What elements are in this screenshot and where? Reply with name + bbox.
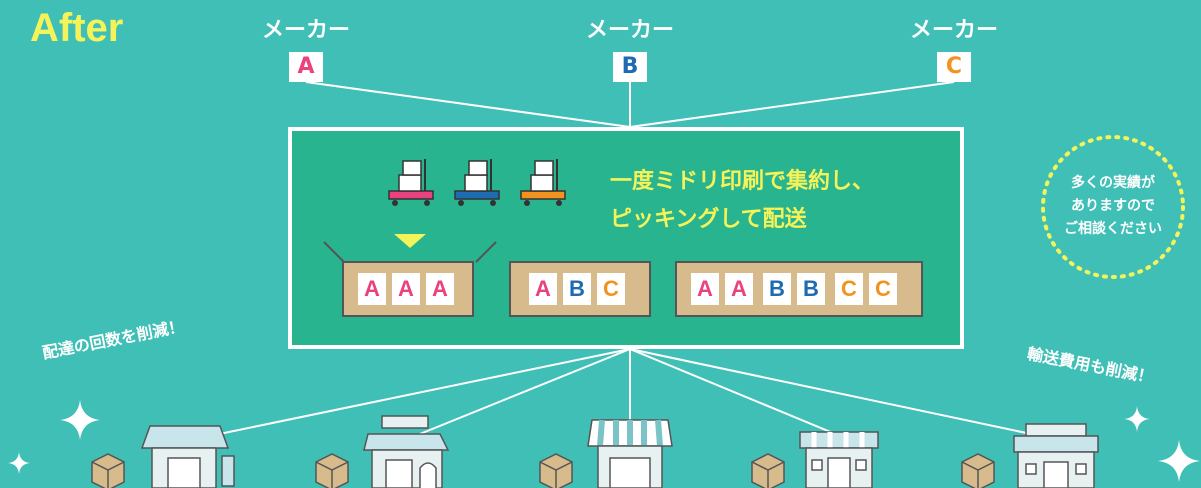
store-icon <box>799 431 879 488</box>
crate-cell: A <box>392 273 420 305</box>
maker-badge-c: C <box>937 52 971 82</box>
crate-cell: C <box>835 273 863 305</box>
badge-line: ご相談ください <box>1064 221 1162 237</box>
crate-cell: B <box>797 273 825 305</box>
cart-icon-pink <box>388 159 434 206</box>
badge-line: 多くの実績が <box>1071 175 1155 191</box>
box-icon <box>751 453 785 488</box>
store-icon <box>140 425 235 488</box>
open-box-flaps <box>323 234 497 263</box>
maker-label-b: メーカー <box>585 18 674 43</box>
maker-badge-a: A <box>289 52 323 82</box>
crate-cell: A <box>725 273 753 305</box>
sparkle-icon <box>8 452 30 474</box>
page-title: After <box>30 6 124 50</box>
crate-cell: A <box>529 273 557 305</box>
box-icon <box>91 453 125 488</box>
badge-line: ありますので <box>1071 198 1155 214</box>
crate-cell: C <box>869 273 897 305</box>
maker-label-c: メーカー <box>909 18 998 43</box>
crate-cell: B <box>563 273 591 305</box>
crate-2: A B C <box>509 261 651 317</box>
hub-text-line2: ピッキングして配送 <box>610 207 807 232</box>
crate-1: A A A <box>342 261 474 317</box>
badge-ring <box>1041 135 1185 279</box>
sparkle-icon <box>60 400 100 440</box>
crate-3: A A B B C C <box>675 261 923 317</box>
crate-cell: A <box>426 273 454 305</box>
down-arrow-icon <box>394 234 426 248</box>
crate-cell: A <box>358 273 386 305</box>
cart-icon-blue <box>454 159 500 206</box>
store-icon <box>1013 423 1099 488</box>
hub-description: 一度ミドリ印刷で集約し、 ピッキングして配送 <box>610 163 874 239</box>
box-icon <box>315 453 349 488</box>
box-icon <box>961 453 995 488</box>
store-icon <box>363 415 450 488</box>
sparkle-icon <box>1124 406 1150 432</box>
maker-badge-b: B <box>613 52 647 82</box>
cart-icons <box>388 159 566 206</box>
cart-icon-orange <box>520 159 566 206</box>
stores-row <box>91 415 1099 488</box>
crate-cell: A <box>691 273 719 305</box>
maker-label-a: メーカー <box>261 18 350 43</box>
hub-text-line1: 一度ミドリ印刷で集約し、 <box>610 169 875 194</box>
badge-text: 多くの実績が ありますので ご相談ください <box>1053 172 1173 241</box>
crate-cell: B <box>763 273 791 305</box>
store-icon <box>587 419 673 488</box>
sparkle-icon <box>1158 440 1200 482</box>
box-icon <box>539 453 573 488</box>
crate-cell: C <box>597 273 625 305</box>
